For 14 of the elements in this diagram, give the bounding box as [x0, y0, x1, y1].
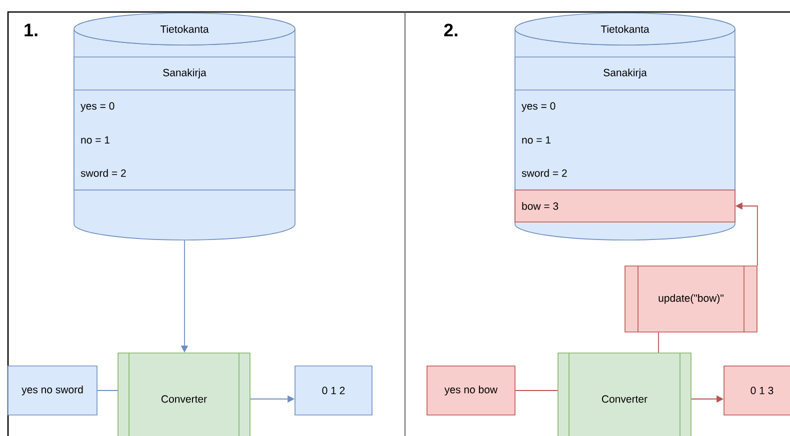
process-box: Converter	[558, 352, 692, 436]
data-box: yes no bow	[426, 366, 516, 416]
data-box: yes no sword	[8, 366, 98, 416]
panel-number: 2.	[444, 24, 458, 36]
connector	[658, 332, 659, 354]
process-box: update("bow)"	[624, 266, 758, 332]
data-box: 0 1 3	[724, 366, 790, 416]
table-box: Sanakirja yes = 0 no = 1 sword = 2	[74, 56, 296, 190]
data-box: 0 1 2	[294, 366, 372, 416]
table-row: bow = 3	[514, 190, 736, 222]
process-box: Converter	[118, 352, 250, 436]
connector	[514, 390, 558, 391]
panel-number: 1.	[24, 24, 38, 36]
connector	[96, 390, 118, 391]
